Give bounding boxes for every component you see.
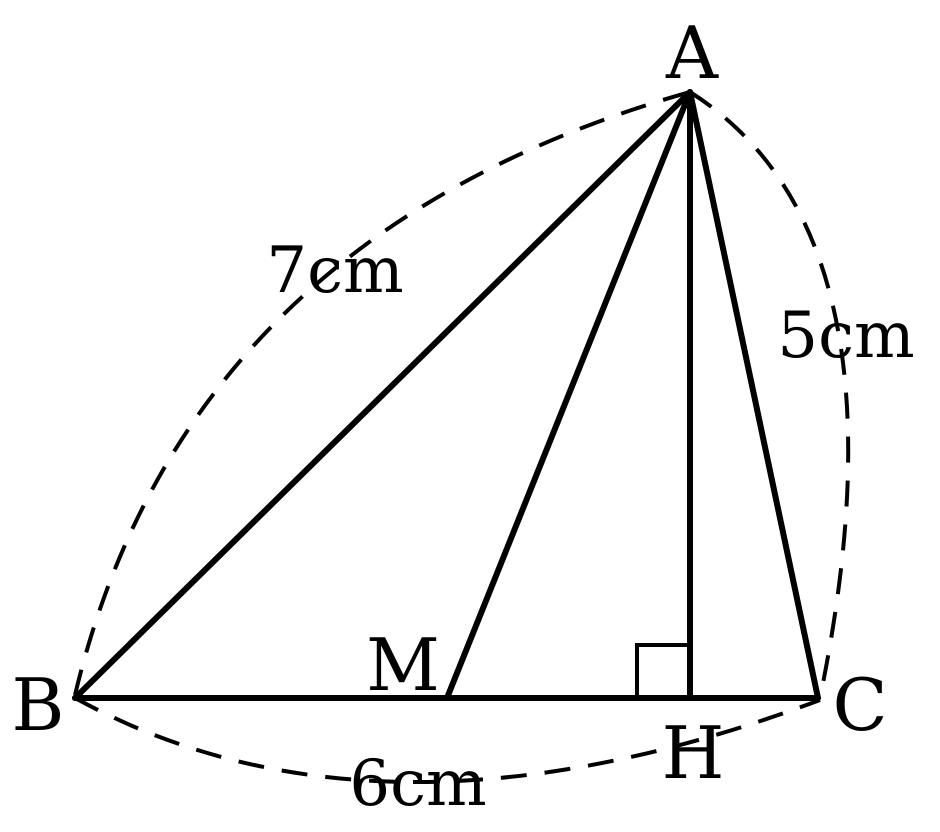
label-h: H xyxy=(662,711,725,795)
label-m: M xyxy=(366,623,440,707)
side-ab xyxy=(72,89,693,701)
arc-bc xyxy=(74,696,821,784)
side-ac xyxy=(687,89,821,701)
length-bc: 6cm xyxy=(349,747,486,821)
length-ab: 7cm xyxy=(266,234,403,308)
label-b: B xyxy=(12,663,65,747)
median-am xyxy=(444,89,693,701)
right-angle-mark xyxy=(635,643,690,698)
label-a: A xyxy=(665,11,719,95)
length-ac: 5cm xyxy=(777,299,914,373)
arc-ac xyxy=(688,90,851,699)
arc-ab xyxy=(73,90,691,696)
label-c: C xyxy=(832,663,887,747)
